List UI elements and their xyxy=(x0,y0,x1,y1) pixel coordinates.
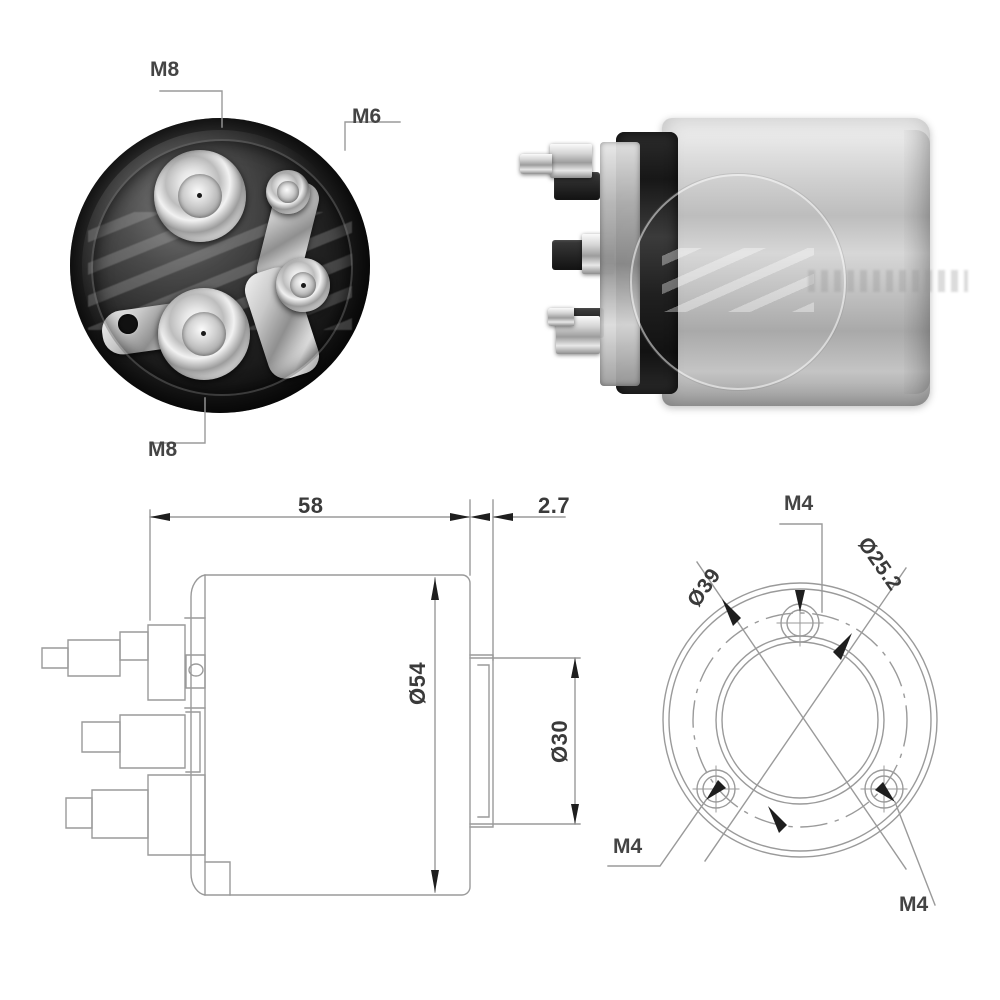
contact-plate-lower-left xyxy=(99,298,209,358)
stud-center-dot xyxy=(201,331,207,337)
m4-hole-top xyxy=(776,599,824,647)
leader-m4-top xyxy=(779,523,823,613)
dimension-flange-2-7: 2.7 xyxy=(538,493,571,518)
terminal-lower-hex xyxy=(91,789,149,839)
m4-hole-bottom-right xyxy=(860,765,908,813)
arrow-d54-bottom xyxy=(431,870,439,892)
terminal-stud-m6 xyxy=(266,170,310,214)
stud-center-dot xyxy=(301,283,307,289)
terminal-upper-body xyxy=(147,624,186,701)
contact-plate-lower-right xyxy=(240,262,324,384)
small-mounting-hole xyxy=(118,314,138,334)
terminal-stud-m8-top xyxy=(154,150,246,242)
zm-watermark-side xyxy=(630,174,846,390)
terminal-stud-mid-right xyxy=(276,258,330,312)
stud-core xyxy=(277,181,299,203)
callout-m4-bottom-right: M4 xyxy=(899,893,929,916)
stud-center-dot xyxy=(197,193,203,199)
leader-m4-right xyxy=(894,801,936,906)
terminal-lower-tip xyxy=(65,797,93,829)
terminal-mid-body xyxy=(119,714,186,769)
terminal-spade-lower xyxy=(548,308,574,326)
contact-arm xyxy=(185,711,201,773)
m4-hole-bottom-left xyxy=(692,765,740,813)
stud-core xyxy=(177,173,223,219)
stud-core xyxy=(181,311,227,357)
bracket-hole xyxy=(188,663,204,677)
arrow-m4-left xyxy=(706,780,726,800)
arrow-27-left xyxy=(470,513,490,521)
arrow-58-right xyxy=(450,513,470,521)
bracket-tab xyxy=(185,654,206,689)
arrow-27-right xyxy=(493,513,513,521)
arrow-d39-b xyxy=(768,806,787,833)
dimension-body-d54: Ø54 xyxy=(405,661,430,705)
side-profile-view-photo xyxy=(512,112,968,412)
arrow-d252-a xyxy=(833,633,852,660)
callout-m8-top: M8 xyxy=(150,58,180,81)
terminal-stud-m8-bottom xyxy=(158,288,250,380)
flange-outer-circle xyxy=(662,582,938,858)
zm-watermark-front xyxy=(88,212,352,331)
terminal-upper-nut xyxy=(119,631,149,661)
arrow-d30-bottom xyxy=(571,804,579,824)
dimension-pilot-d25-2: Ø25.2 xyxy=(853,533,907,596)
lower-base-step xyxy=(204,861,231,896)
terminal-upper-hex xyxy=(67,639,121,677)
arrow-m4-top xyxy=(795,590,805,612)
nose-flange-outline xyxy=(469,654,494,828)
bolt-circle-ref xyxy=(692,612,908,828)
dimension-length-58: 58 xyxy=(298,493,324,518)
arrow-58-left xyxy=(150,513,170,521)
body-outline xyxy=(204,574,471,896)
leader-d39 xyxy=(696,561,907,870)
contact-plate-right xyxy=(253,176,323,292)
stud-core xyxy=(290,272,316,298)
leader-d252 xyxy=(704,567,907,862)
arrow-d39-a xyxy=(722,599,741,626)
dimension-nose-d30: Ø30 xyxy=(547,719,572,763)
watermark-text-blur xyxy=(808,270,968,292)
nose-inner xyxy=(477,664,490,818)
arrow-d30-top xyxy=(571,658,579,678)
callout-m4-left: M4 xyxy=(613,835,643,858)
terminal-spade-upper xyxy=(520,154,552,174)
terminal-lower-body xyxy=(147,774,206,856)
callout-m8-bottom: M8 xyxy=(148,438,178,461)
terminal-nut-upper xyxy=(550,144,592,178)
terminal-upper-tip xyxy=(41,647,69,669)
front-terminal-view-photo xyxy=(70,118,370,413)
body-left-radius xyxy=(190,574,206,896)
arrow-m4-right xyxy=(875,782,895,802)
arrow-d252-b xyxy=(772,815,791,834)
callout-m4-top: M4 xyxy=(784,492,814,515)
dimension-bolt-circle-d39: Ø39 xyxy=(683,564,726,612)
pilot-circle-inner xyxy=(721,641,879,799)
terminal-mid-nut xyxy=(81,721,121,753)
arrow-d54-top xyxy=(431,578,439,600)
callout-m6: M6 xyxy=(352,105,382,128)
pilot-circle-outer xyxy=(715,635,885,805)
flange-outer-circle-inner xyxy=(668,588,932,852)
